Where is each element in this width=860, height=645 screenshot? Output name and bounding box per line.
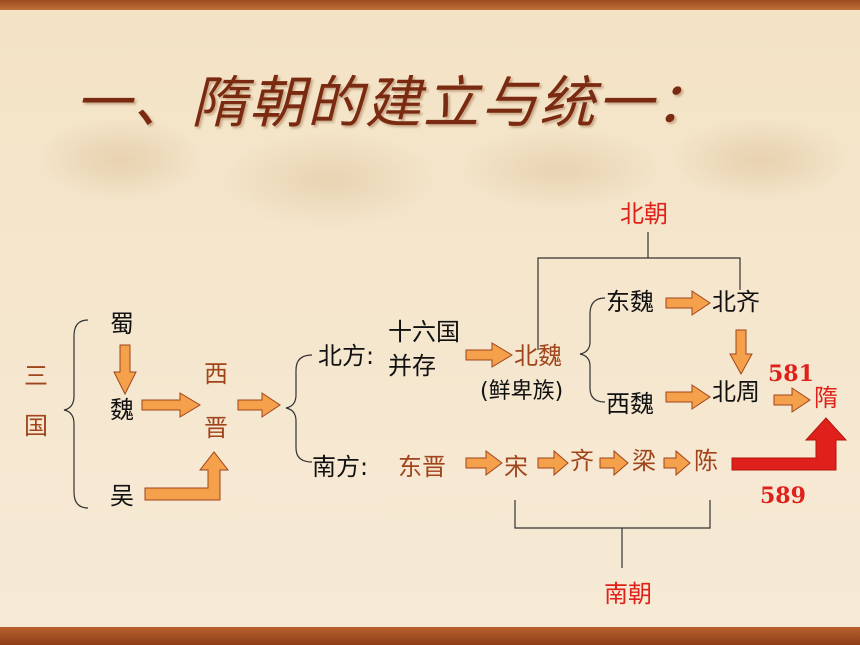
node-dongjin: 东晋 [398,453,446,481]
arrow-beizhou-sui [773,387,811,413]
arrow-dongwei-beiqi [665,290,711,316]
node-beiqi: 北齐 [712,288,760,316]
label-beichao: 北朝 [620,200,668,228]
year-589: 589 [760,483,806,509]
top-bar [0,0,860,10]
node-liang: 梁 [632,447,656,475]
node-chen: 陈 [694,447,718,475]
node-xijin-2: 晋 [204,414,228,442]
node-sixteen-1: 十六国 [388,318,460,346]
node-qi: 齐 [570,447,594,475]
brace-beiwei [579,297,606,403]
arrow-xiwei-beizhou [665,384,711,410]
brace-sanguo [63,319,89,509]
node-sanguo-2: 国 [24,412,48,440]
arrow-dongjin-song [465,450,503,476]
arrow-liang-chen [663,449,691,477]
arrow-xijin-out [237,392,281,418]
node-wei: 魏 [110,396,134,424]
arrow-wei-xijin [141,392,201,418]
arrow-qi-liang [599,449,629,477]
node-beizhou: 北周 [712,378,760,406]
node-xijin-1: 西 [204,360,228,388]
arrow-song-qi [537,449,569,477]
node-song: 宋 [504,453,528,481]
label-nanchao: 南朝 [604,580,652,608]
bracket-beichao [537,257,741,350]
brace-xijin [285,354,313,463]
bracket-nanchao [514,500,711,529]
bottom-bar [0,627,860,645]
arrow-shu-wei [113,344,137,396]
year-581: 581 [768,361,814,387]
arrow-beiqi-beizhou [729,329,753,376]
node-sixteen-2: 并存 [388,352,436,380]
node-sanguo-1: 三 [24,362,48,390]
node-beiwei: 北魏 [514,342,562,370]
node-wu: 吴 [110,482,134,510]
node-dongwei: 东魏 [606,288,654,316]
node-xiwei: 西魏 [606,390,654,418]
node-shu: 蜀 [110,310,134,338]
node-south: 南方: [312,453,369,481]
node-xianbei: (鲜卑族) [480,379,564,404]
arrow-wu-xijin [144,451,230,501]
node-north: 北方: [318,342,375,370]
node-sui: 隋 [814,384,838,412]
slide-title: 一、隋朝的建立与统一： [75,71,713,136]
background-relief [0,10,860,270]
arrow-chen-sui [731,417,848,471]
arrow-sixteen-beiwei [465,342,513,368]
